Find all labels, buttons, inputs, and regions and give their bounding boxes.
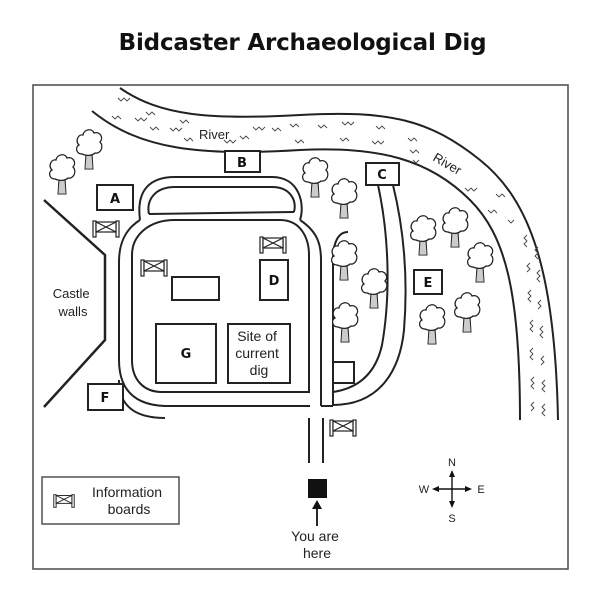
- compass-south: S: [448, 513, 455, 525]
- compass-north: N: [448, 457, 456, 469]
- location-C[interactable]: C: [365, 162, 400, 186]
- you-are-here-label: You are here: [291, 528, 343, 561]
- river-label-top: River: [199, 127, 230, 142]
- location-E[interactable]: E: [413, 269, 443, 295]
- map-title: Bidcaster Archaeological Dig: [118, 30, 487, 56]
- site-of-current-dig[interactable]: Site of current dig: [227, 323, 291, 384]
- compass-west: W: [419, 484, 430, 496]
- small-building: [332, 361, 355, 384]
- location-label: C: [377, 168, 387, 183]
- legend: Information boards: [41, 476, 180, 525]
- compass-east: E: [477, 484, 484, 496]
- location-B[interactable]: B: [224, 150, 261, 173]
- unlabelled-building: [171, 276, 220, 301]
- castle-walls: [43, 199, 107, 408]
- location-D[interactable]: D: [259, 259, 289, 301]
- location-label: B: [237, 156, 247, 171]
- you-are-here-marker[interactable]: You are here: [291, 479, 343, 561]
- road-network: [118, 176, 407, 463]
- location-G[interactable]: G: [155, 323, 217, 384]
- location-F[interactable]: F: [87, 383, 124, 411]
- castle-walls-label: Castle walls: [53, 286, 93, 319]
- location-label: F: [101, 391, 110, 406]
- location-label: E: [424, 276, 433, 291]
- location-A[interactable]: A: [96, 184, 134, 211]
- location-label: A: [110, 192, 120, 207]
- location-label: G: [181, 347, 192, 362]
- compass-rose: N S W E: [419, 457, 485, 525]
- svg-text:Site of current di: Site of current dig: [235, 328, 282, 378]
- legend-label: Information boards: [92, 484, 166, 517]
- location-label: D: [269, 274, 280, 289]
